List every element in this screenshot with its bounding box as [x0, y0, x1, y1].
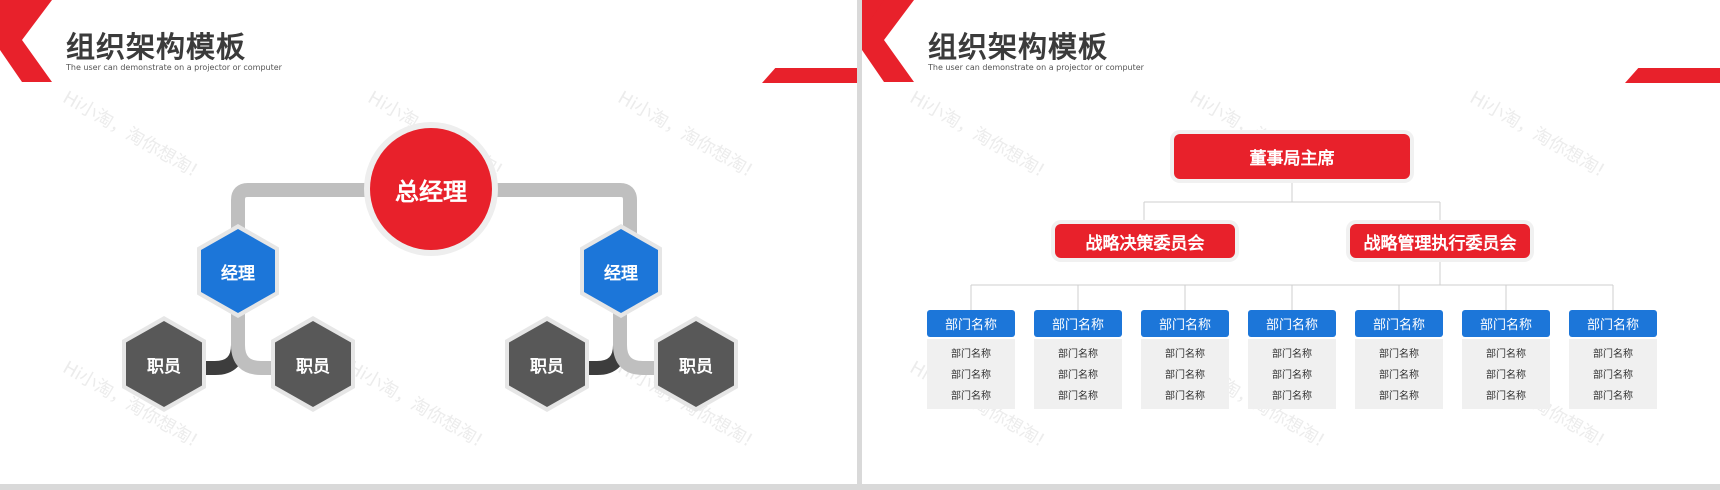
department-header: 部门名称 — [1462, 310, 1550, 337]
department-subitem: 部门名称 — [1058, 349, 1098, 360]
red-accent-bar — [1625, 68, 1720, 83]
department-header: 部门名称 — [927, 310, 1015, 337]
department-subitem: 部门名称 — [1593, 370, 1633, 381]
strategy-decision-committee-box: 战略决策委员会 — [1055, 224, 1235, 258]
department-subitem: 部门名称 — [1058, 391, 1098, 402]
staff-node: 职员 — [509, 321, 585, 407]
department-subitem: 部门名称 — [1165, 349, 1205, 360]
page-title: 组织架构模板 — [66, 30, 247, 64]
department-subitem: 部门名称 — [1058, 370, 1098, 381]
department-panel — [1355, 339, 1443, 409]
department-header: 部门名称 — [1569, 310, 1657, 337]
department-subitem: 部门名称 — [1272, 370, 1312, 381]
slide-left: 组织架构模板 The user can demonstrate on a pro… — [0, 0, 857, 484]
department-subitem: 部门名称 — [1486, 349, 1526, 360]
department-header: 部门名称 — [1141, 310, 1229, 337]
department-subitem: 部门名称 — [951, 391, 991, 402]
red-accent-bar — [762, 68, 857, 83]
department-subitem: 部门名称 — [1379, 391, 1419, 402]
page-subtitle: The user can demonstrate on a projector … — [66, 63, 282, 72]
department-subitem: 部门名称 — [1593, 349, 1633, 360]
chairman-box: 董事局主席 — [1174, 134, 1410, 179]
red-chevron-icon — [0, 0, 52, 82]
strategy-execution-committee-box: 战略管理执行委员会 — [1350, 224, 1530, 258]
staff-node: 职员 — [658, 321, 734, 407]
department-subitem: 部门名称 — [1379, 349, 1419, 360]
staff-node: 职员 — [275, 321, 351, 407]
department-header: 部门名称 — [1355, 310, 1443, 337]
page-subtitle: The user can demonstrate on a projector … — [928, 63, 1144, 72]
department-panel — [1034, 339, 1122, 409]
department-panel — [1569, 339, 1657, 409]
department-subitem: 部门名称 — [951, 370, 991, 381]
department-subitem: 部门名称 — [1486, 391, 1526, 402]
department-subitem: 部门名称 — [1486, 370, 1526, 381]
department-subitem: 部门名称 — [1272, 349, 1312, 360]
department-subitem: 部门名称 — [1272, 391, 1312, 402]
red-chevron-icon — [862, 0, 914, 82]
department-subitem: 部门名称 — [1165, 391, 1205, 402]
staff-node: 职员 — [126, 321, 202, 407]
page-title: 组织架构模板 — [928, 30, 1109, 64]
org-connector-lines — [970, 180, 1614, 310]
department-subitem: 部门名称 — [1593, 391, 1633, 402]
department-panel — [1248, 339, 1336, 409]
general-manager-node: 总经理 — [370, 128, 492, 250]
department-subitem: 部门名称 — [1165, 370, 1205, 381]
slide-right: 组织架构模板 The user can demonstrate on a pro… — [862, 0, 1720, 484]
department-panel — [1141, 339, 1229, 409]
department-subitem: 部门名称 — [1379, 370, 1419, 381]
department-panel — [1462, 339, 1550, 409]
department-header: 部门名称 — [1248, 310, 1336, 337]
department-header: 部门名称 — [1034, 310, 1122, 337]
department-panel — [927, 339, 1015, 409]
department-subitem: 部门名称 — [951, 349, 991, 360]
